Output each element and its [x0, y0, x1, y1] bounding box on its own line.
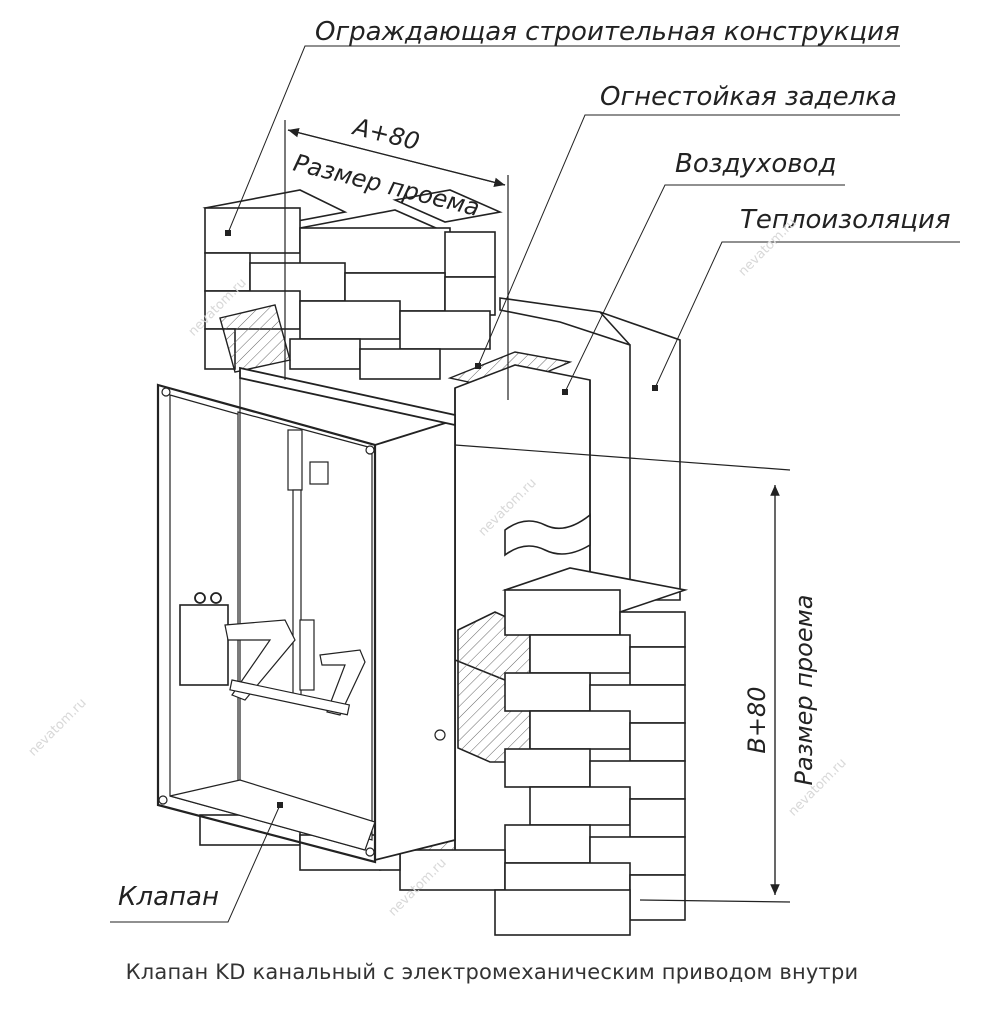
dimension-width: [284, 120, 509, 400]
label-duct: Воздуховод: [675, 149, 836, 179]
label-fire-sealing: Огнестойкая заделка: [600, 82, 897, 112]
enclosing-wall-right: [199, 513, 689, 936]
width-value: A+80: [349, 112, 423, 156]
height-value: B+80: [743, 686, 771, 753]
leader-lines: [110, 45, 960, 923]
label-enclosing-structure: Ограждающая строительная конструкция: [315, 17, 900, 47]
label-valve: Клапан: [118, 882, 219, 912]
height-label: Размер проема: [790, 595, 818, 786]
dimension-height: [454, 444, 791, 903]
label-insulation: Теплоизоляция: [740, 205, 951, 235]
leader-dots: [225, 230, 658, 808]
valve: [156, 366, 456, 864]
figure-caption: Клапан KD канальный с электромеханически…: [125, 960, 859, 984]
